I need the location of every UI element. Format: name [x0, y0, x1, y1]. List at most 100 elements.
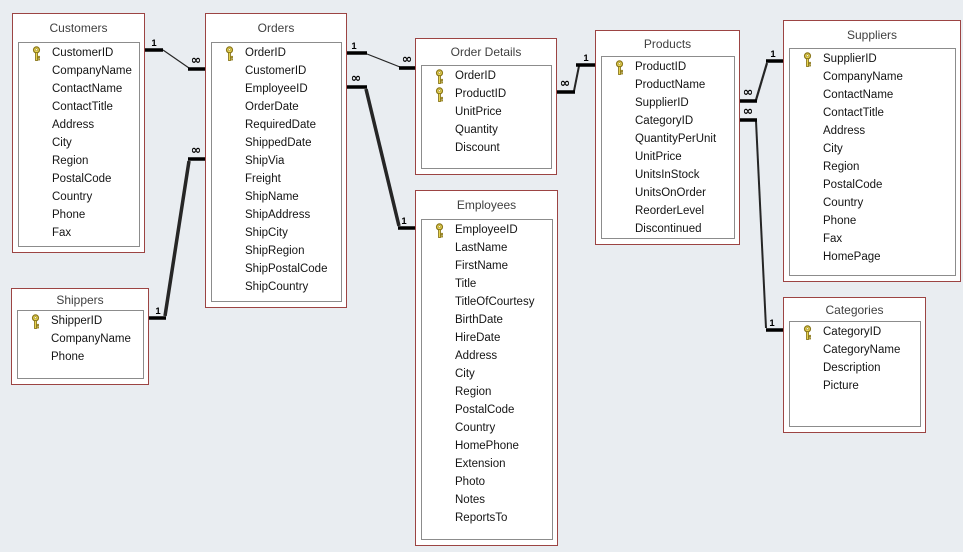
field-row-fax[interactable]: Fax [19, 224, 139, 242]
field-row-picture[interactable]: Picture [790, 377, 920, 395]
field-name: SupplierID [635, 97, 689, 109]
field-row-contactname[interactable]: ContactName [790, 86, 955, 104]
field-row-discount[interactable]: Discount [422, 139, 551, 157]
field-row-city[interactable]: City [19, 134, 139, 152]
field-row-fax[interactable]: Fax [790, 230, 955, 248]
field-row-quantityperunit[interactable]: QuantityPerUnit [602, 130, 734, 148]
field-row-phone[interactable]: Phone [18, 348, 143, 366]
table-title[interactable]: Categories [825, 302, 884, 317]
table-title[interactable]: Products [643, 36, 692, 51]
field-row-companyname[interactable]: CompanyName [18, 330, 143, 348]
table-title[interactable]: Customers [49, 21, 108, 35]
field-row-notes[interactable]: Notes [422, 491, 552, 509]
table-title[interactable]: Order Details [450, 45, 522, 59]
field-row-country[interactable]: Country [19, 188, 139, 206]
field-row-hiredate[interactable]: HireDate [422, 329, 552, 347]
field-row-productname[interactable]: ProductName [602, 76, 734, 94]
field-row-requireddate[interactable]: RequiredDate [212, 116, 341, 134]
field-row-employeeid[interactable]: EmployeeID [212, 80, 341, 98]
primary-key-icon [435, 223, 444, 238]
table-title[interactable]: Employees [456, 198, 517, 212]
field-row-shipperid[interactable]: ShipperID [18, 312, 143, 330]
field-row-extension[interactable]: Extension [422, 455, 552, 473]
field-row-reorderlevel[interactable]: ReorderLevel [602, 202, 734, 220]
field-row-categoryid[interactable]: CategoryID [790, 323, 920, 341]
field-row-supplierid[interactable]: SupplierID [790, 50, 955, 68]
field-row-region[interactable]: Region [19, 152, 139, 170]
field-row-companyname[interactable]: CompanyName [790, 68, 955, 86]
field-row-unitprice[interactable]: UnitPrice [602, 148, 734, 166]
field-row-unitsonorder[interactable]: UnitsOnOrder [602, 184, 734, 202]
field-row-region[interactable]: Region [790, 158, 955, 176]
field-row-lastname[interactable]: LastName [422, 239, 552, 257]
field-row-postalcode[interactable]: PostalCode [19, 170, 139, 188]
field-row-homephone[interactable]: HomePhone [422, 437, 552, 455]
field-row-city[interactable]: City [422, 365, 552, 383]
field-row-supplierid[interactable]: SupplierID [602, 94, 734, 112]
field-row-shipname[interactable]: ShipName [212, 188, 341, 206]
field-row-shipregion[interactable]: ShipRegion [212, 242, 341, 260]
field-row-shipaddress[interactable]: ShipAddress [212, 206, 341, 224]
field-row-phone[interactable]: Phone [790, 212, 955, 230]
field-row-birthdate[interactable]: BirthDate [422, 311, 552, 329]
field-row-shipcity[interactable]: ShipCity [212, 224, 341, 242]
field-row-firstname[interactable]: FirstName [422, 257, 552, 275]
field-row-unitprice[interactable]: UnitPrice [422, 103, 551, 121]
field-row-discontinued[interactable]: Discontinued [602, 220, 734, 238]
field-name: ProductID [635, 61, 687, 73]
field-row-photo[interactable]: Photo [422, 473, 552, 491]
field-row-address[interactable]: Address [422, 347, 552, 365]
field-row-customerid[interactable]: CustomerID [212, 62, 341, 80]
field-row-companyname[interactable]: CompanyName [19, 62, 139, 80]
table-title[interactable]: Shippers [56, 292, 104, 307]
field-row-shipcountry[interactable]: ShipCountry [212, 278, 341, 296]
field-row-reportsto[interactable]: ReportsTo [422, 509, 552, 527]
field-row-freight[interactable]: Freight [212, 170, 341, 188]
field-row-country[interactable]: Country [790, 194, 955, 212]
field-row-customerid[interactable]: CustomerID [19, 44, 139, 62]
field-row-orderdate[interactable]: OrderDate [212, 98, 341, 116]
field-row-contacttitle[interactable]: ContactTitle [19, 98, 139, 116]
field-row-shippeddate[interactable]: ShippedDate [212, 134, 341, 152]
field-row-unitsinstock[interactable]: UnitsInStock [602, 166, 734, 184]
field-row-description[interactable]: Description [790, 359, 920, 377]
field-row-productid[interactable]: ProductID [602, 58, 734, 76]
field-name: Address [823, 125, 866, 137]
field-row-homepage[interactable]: HomePage [790, 248, 955, 266]
field-row-shipvia[interactable]: ShipVia [212, 152, 341, 170]
field-name: Region [455, 386, 492, 398]
field-row-employeeid[interactable]: EmployeeID [422, 221, 552, 239]
field-row-categoryid[interactable]: CategoryID [602, 112, 734, 130]
table-title[interactable]: Orders [257, 21, 295, 35]
table-title[interactable]: Suppliers [846, 27, 898, 42]
field-row-contactname[interactable]: ContactName [19, 80, 139, 98]
field-row-shippostalcode[interactable]: ShipPostalCode [212, 260, 341, 278]
field-row-contacttitle[interactable]: ContactTitle [790, 104, 955, 122]
field-row-title[interactable]: Title [422, 275, 552, 293]
field-row-postalcode[interactable]: PostalCode [422, 401, 552, 419]
field-row-productid[interactable]: ProductID [422, 85, 551, 103]
field-row-categoryname[interactable]: CategoryName [790, 341, 920, 359]
field-row-country[interactable]: Country [422, 419, 552, 437]
field-row-city[interactable]: City [790, 140, 955, 158]
field-name: TitleOfCourtesy [455, 296, 535, 308]
field-row-region[interactable]: Region [422, 383, 552, 401]
field-row-quantity[interactable]: Quantity [422, 121, 551, 139]
field-row-address[interactable]: Address [790, 122, 955, 140]
field-name: ReportsTo [455, 512, 508, 524]
field-row-titleofcourtesy[interactable]: TitleOfCourtesy [422, 293, 552, 311]
field-row-orderid[interactable]: OrderID [422, 67, 551, 85]
field-row-postalcode[interactable]: PostalCode [790, 176, 955, 194]
field-row-orderid[interactable]: OrderID [212, 44, 341, 62]
field-row-address[interactable]: Address [19, 116, 139, 134]
field-row-phone[interactable]: Phone [19, 206, 139, 224]
